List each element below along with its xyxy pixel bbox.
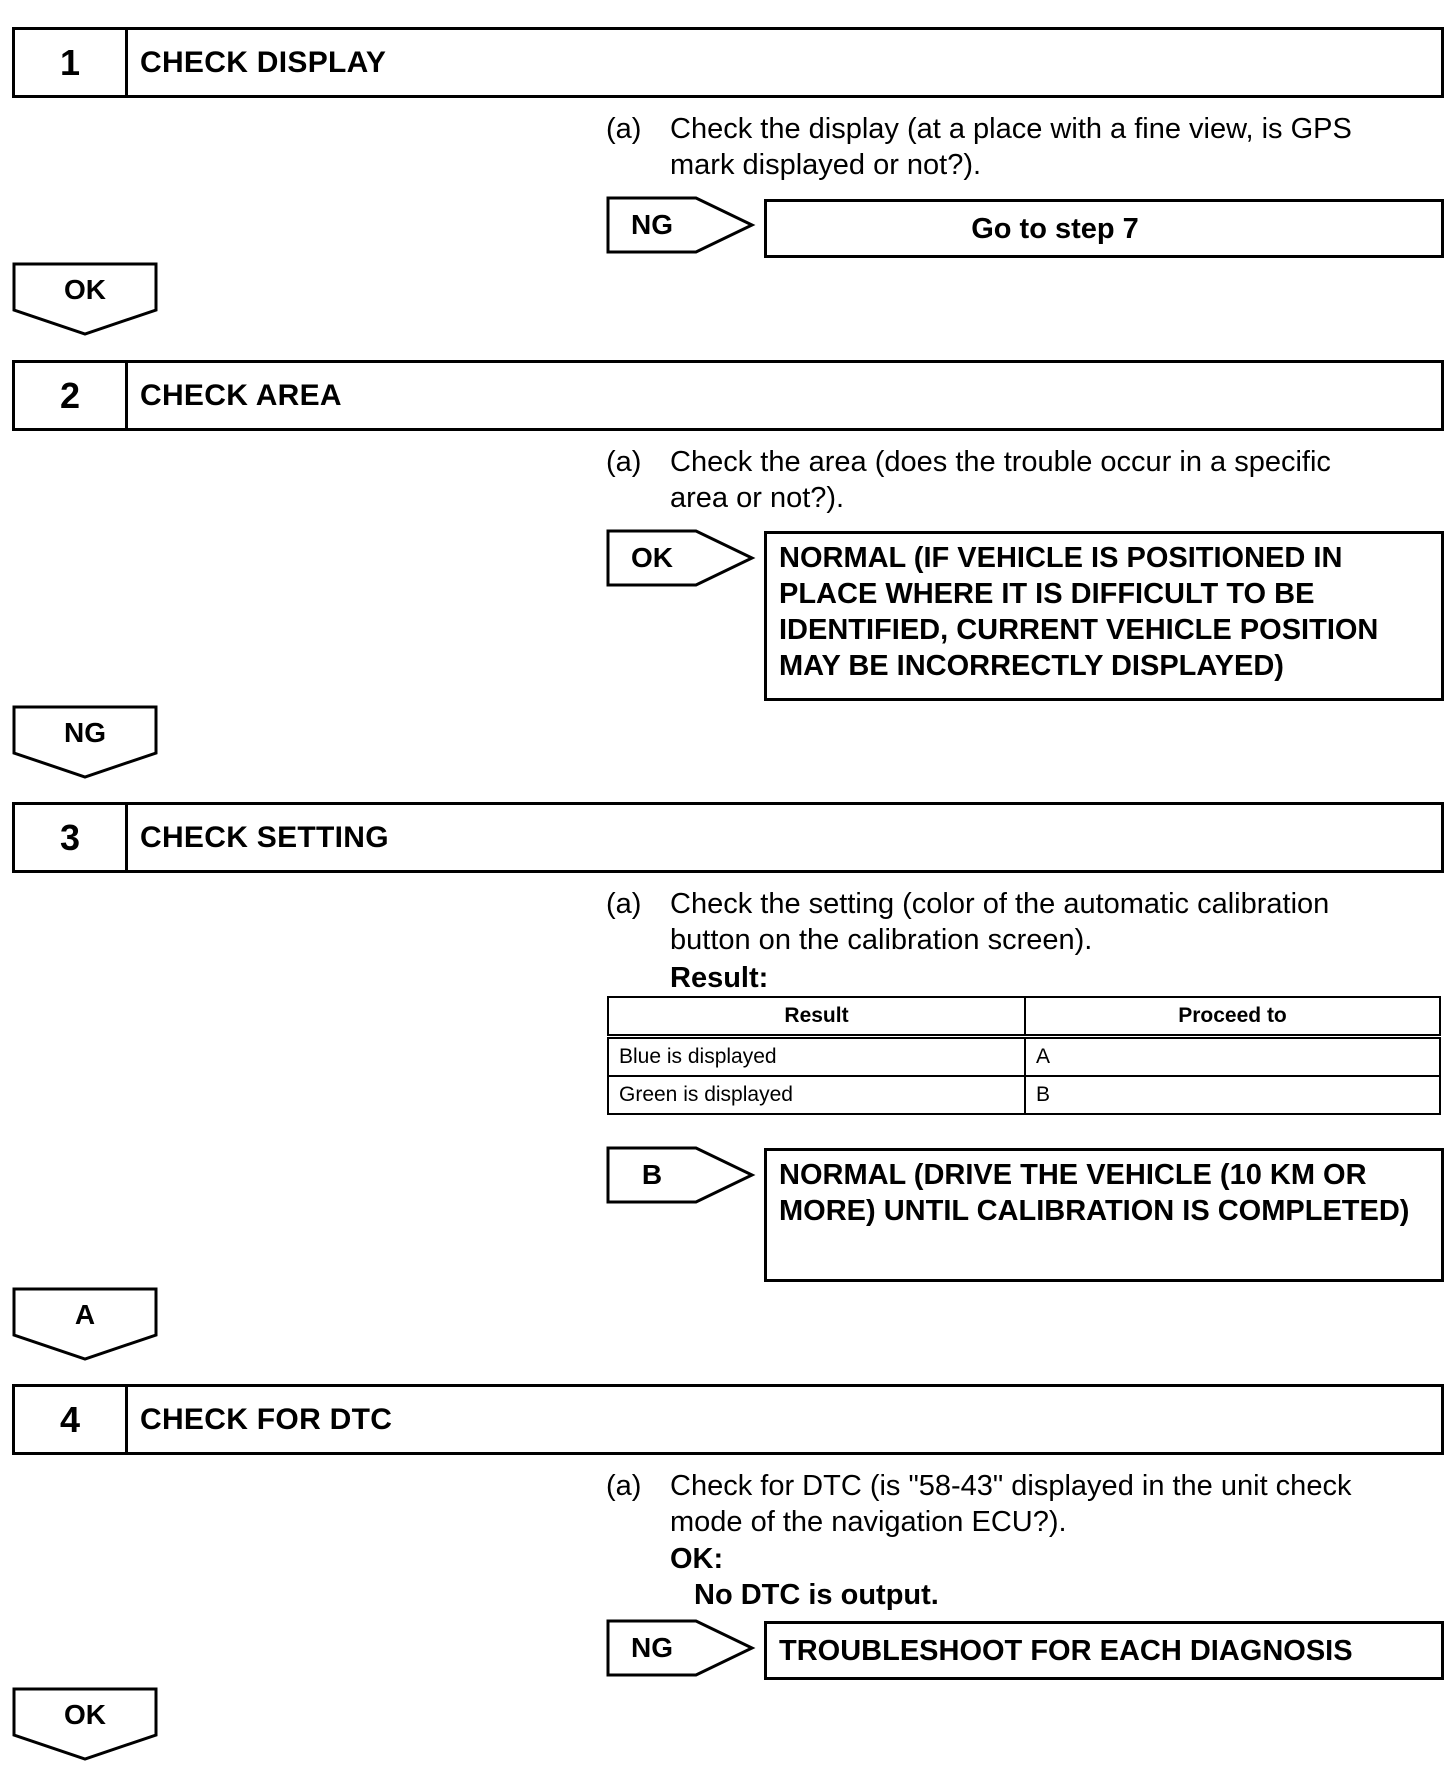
table-row: Blue is displayed A — [607, 1035, 1441, 1077]
table-cell: B — [1024, 1075, 1441, 1115]
step-2-header: 2 CHECK AREA — [12, 360, 1444, 431]
table-row: Green is displayed B — [607, 1075, 1441, 1115]
instruction-label: (a) — [606, 113, 642, 145]
table-cell: Blue is displayed — [607, 1035, 1026, 1077]
down-arrow-shape — [12, 1287, 158, 1361]
instruction-text: Check the display (at a place with a fin… — [670, 113, 1352, 181]
branch-tag-label: NG — [631, 1632, 673, 1663]
instruction-label: (a) — [606, 446, 642, 478]
step-title: CHECK DISPLAY — [140, 45, 387, 79]
arrow-tag-shape — [606, 1146, 756, 1204]
arrow-tag-shape — [606, 1619, 756, 1677]
continue-tag-label: NG — [64, 717, 106, 748]
step-3-instruction: (a) Check the setting (color of the auto… — [606, 886, 1426, 962]
step-3-continue-arrow: A — [12, 1287, 160, 1361]
table-header-result: Result — [607, 996, 1026, 1039]
step-2-branch-tag: OK — [606, 529, 756, 587]
step-title: CHECK SETTING — [140, 820, 389, 854]
step-2-instruction: (a) Check the area (does the trouble occ… — [606, 444, 1426, 520]
table-cell: A — [1024, 1035, 1441, 1077]
down-arrow-shape — [12, 262, 158, 336]
step-4-branch-tag: NG — [606, 1619, 756, 1677]
step-2-branch-result: NORMAL (IF VEHICLE IS POSITIONED IN PLAC… — [764, 531, 1444, 701]
step-1-branch-tag: NG — [606, 196, 756, 254]
step-3-branch-tag: B — [606, 1146, 756, 1204]
step-4-instruction: (a) Check for DTC (is "58-43" displayed … — [606, 1468, 1426, 1544]
result-table-wrap: Result Proceed to Blue is displayed A Gr… — [607, 996, 1441, 1115]
branch-tag-label: NG — [631, 209, 673, 240]
step-3-header: 3 CHECK SETTING — [12, 802, 1444, 873]
result-heading: Result: — [670, 962, 769, 994]
step-number: 2 — [15, 363, 128, 428]
step-number: 4 — [15, 1387, 128, 1452]
branch-tag-label: OK — [631, 542, 673, 573]
ok-detail: No DTC is output. — [694, 1579, 939, 1611]
arrow-tag-shape — [606, 529, 756, 587]
step-title: CHECK AREA — [140, 378, 342, 412]
instruction-text: Check the setting (color of the automati… — [670, 888, 1330, 956]
step-1-continue-arrow: OK — [12, 262, 160, 336]
continue-tag-label: OK — [64, 274, 106, 305]
instruction-label: (a) — [606, 1470, 642, 1502]
ok-heading: OK: — [670, 1543, 724, 1575]
table-header-row: Result Proceed to — [607, 996, 1441, 1039]
step-1-instruction: (a) Check the display (at a place with a… — [606, 111, 1426, 187]
table-header-proceed: Proceed to — [1024, 996, 1441, 1039]
arrow-tag-shape — [606, 196, 756, 254]
continue-tag-label: OK — [64, 1699, 106, 1730]
result-table: Result Proceed to Blue is displayed A Gr… — [607, 996, 1441, 1115]
down-arrow-shape — [12, 705, 158, 779]
step-1-header: 1 CHECK DISPLAY — [12, 27, 1444, 98]
continue-tag-label: A — [74, 1299, 96, 1330]
table-cell: Green is displayed — [607, 1075, 1026, 1115]
step-3-branch-result: NORMAL (DRIVE THE VEHICLE (10 KM OR MORE… — [764, 1148, 1444, 1282]
step-number: 3 — [15, 805, 128, 870]
step-2-continue-arrow: NG — [12, 705, 160, 779]
step-4-branch-result: TROUBLESHOOT FOR EACH DIAGNOSIS — [764, 1621, 1444, 1680]
instruction-label: (a) — [606, 888, 642, 920]
step-number: 1 — [15, 30, 128, 95]
instruction-text: Check the area (does the trouble occur i… — [670, 446, 1331, 514]
step-4-header: 4 CHECK FOR DTC — [12, 1384, 1444, 1455]
branch-tag-label: B — [641, 1159, 663, 1190]
instruction-text: Check for DTC (is "58-43" displayed in t… — [670, 1470, 1352, 1538]
down-arrow-shape — [12, 1687, 158, 1761]
step-title: CHECK FOR DTC — [140, 1402, 393, 1436]
step-1-branch-result: Go to step 7 — [764, 199, 1444, 258]
step-4-continue-arrow: OK — [12, 1687, 160, 1761]
